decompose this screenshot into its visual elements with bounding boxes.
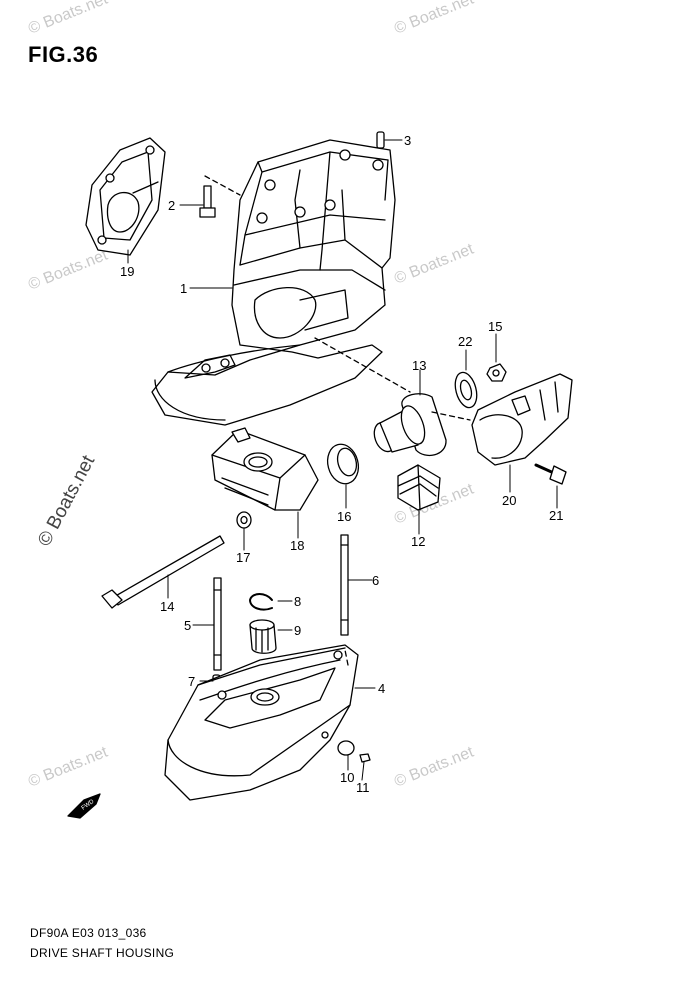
callout-18: 18: [290, 538, 304, 553]
part-long-bolt: [101, 535, 225, 609]
callout-16: 16: [337, 509, 351, 524]
part-circlip: [249, 593, 273, 611]
part-damper-block: [397, 464, 441, 511]
callout-17: 17: [236, 550, 250, 565]
part-plug: [337, 740, 355, 756]
part-bolt-21: [534, 463, 567, 485]
callout-5: 5: [184, 618, 191, 633]
callout-numbers: 1 2 3 4 5 6 7 8 9 10 11 12 13 14 15 16 1…: [120, 133, 563, 795]
part-seal: [454, 371, 478, 409]
callout-2: 2: [168, 198, 175, 213]
part-stud-6: [340, 534, 349, 636]
part-lower-mount-cover: [471, 373, 573, 466]
callout-21: 21: [549, 508, 563, 523]
part-grommet: [326, 443, 360, 485]
callout-1: 1: [180, 281, 187, 296]
callout-3: 3: [404, 133, 411, 148]
callout-12: 12: [411, 534, 425, 549]
part-pin-3: [376, 131, 385, 149]
part-mount-rubber: [373, 393, 447, 457]
part-nut: [486, 363, 507, 382]
callout-20: 20: [502, 493, 516, 508]
callout-22: 22: [458, 334, 472, 349]
callout-9: 9: [294, 623, 301, 638]
figure-title: FIG.36: [28, 42, 99, 67]
callout-8: 8: [294, 594, 301, 609]
diagram-code: DF90A E03 013_036: [30, 926, 147, 940]
callout-11: 11: [356, 780, 370, 795]
part-screw: [359, 753, 371, 763]
callout-13: 13: [412, 358, 426, 373]
callout-10: 10: [340, 770, 354, 785]
part-drive-shaft-housing: [151, 139, 396, 426]
callout-4: 4: [378, 681, 385, 696]
callout-15: 15: [488, 319, 502, 334]
callout-leader-lines: [127, 139, 558, 781]
part-washer-17: [236, 511, 252, 529]
part-cover-plate: [85, 137, 166, 256]
part-bolt-2: [199, 185, 216, 218]
part-bracket: [211, 427, 319, 511]
diagram-name: DRIVE SHAFT HOUSING: [30, 946, 175, 960]
fwd-arrow-icon: FWD: [67, 793, 101, 819]
part-lower-housing: [164, 644, 359, 801]
part-bushing: [249, 619, 277, 654]
callout-19: 19: [120, 264, 134, 279]
callout-14: 14: [160, 599, 174, 614]
callout-6: 6: [372, 573, 379, 588]
callout-7: 7: [188, 674, 195, 689]
part-stud-5: [213, 577, 222, 671]
assembly-dashed-lines: [204, 175, 471, 666]
